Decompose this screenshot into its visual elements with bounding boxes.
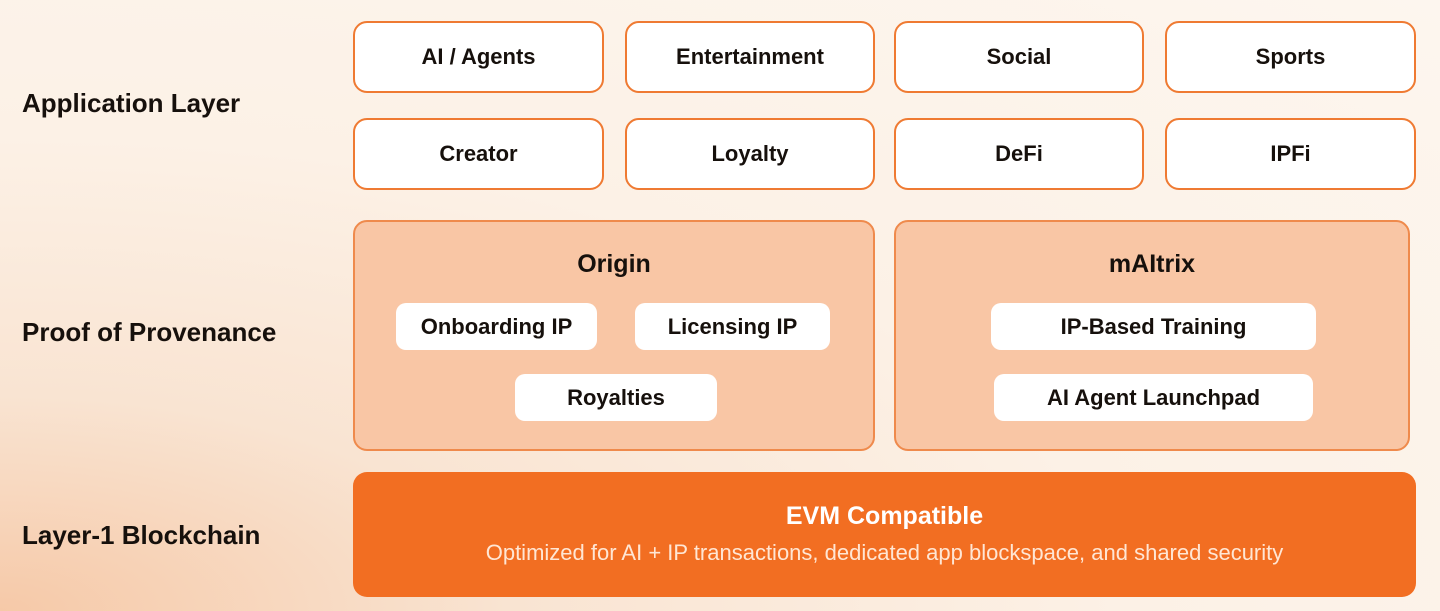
application-layer-label: Application Layer	[22, 88, 241, 118]
ip-based-training-pill[interactable]: IP-Based Training	[991, 303, 1316, 350]
proof-of-provenance-label: Proof of Provenance	[22, 317, 277, 347]
evm-compatible-bar: EVM Compatible Optimized for AI + IP tra…	[353, 472, 1416, 597]
maitrix-panel: mAItrix IP-Based Training AI Agent Launc…	[894, 220, 1410, 451]
app-ipfi[interactable]: IPFi	[1165, 118, 1416, 190]
maitrix-title: mAItrix	[1108, 250, 1196, 278]
origin-title: Origin	[577, 250, 651, 278]
ai-agent-launchpad-pill[interactable]: AI Agent Launchpad	[994, 374, 1313, 421]
app-sports[interactable]: Sports	[1165, 21, 1416, 93]
app-creator[interactable]: Creator	[353, 118, 604, 190]
evm-subtitle: Optimized for AI + IP transactions, dedi…	[485, 540, 1284, 565]
app-loyalty[interactable]: Loyalty	[625, 118, 875, 190]
licensing-ip-pill[interactable]: Licensing IP	[635, 303, 830, 350]
app-ai-agents[interactable]: AI / Agents	[353, 21, 604, 93]
origin-panel: Origin Onboarding IP Licensing IP Royalt…	[353, 220, 875, 451]
layer1-blockchain-label: Layer-1 Blockchain	[22, 520, 261, 550]
onboarding-ip-pill[interactable]: Onboarding IP	[396, 303, 597, 350]
app-defi[interactable]: DeFi	[894, 118, 1144, 190]
app-social[interactable]: Social	[894, 21, 1144, 93]
app-entertainment[interactable]: Entertainment	[625, 21, 875, 93]
evm-title: EVM Compatible	[785, 502, 984, 530]
royalties-pill[interactable]: Royalties	[515, 374, 717, 421]
